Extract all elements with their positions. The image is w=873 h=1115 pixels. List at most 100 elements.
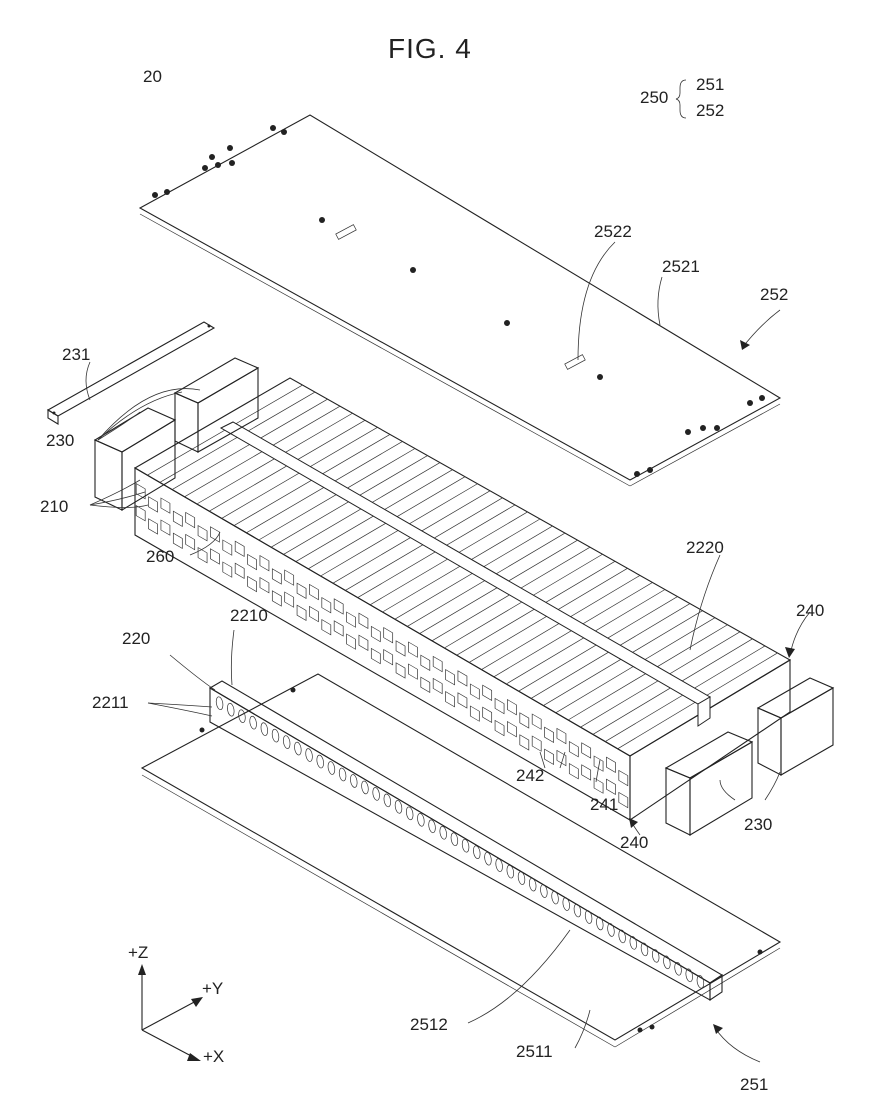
cell-window xyxy=(149,497,158,512)
wall-slot xyxy=(282,735,291,749)
cell-window xyxy=(408,664,417,679)
cell-window xyxy=(384,628,393,643)
cell-window xyxy=(594,778,603,793)
cell-window xyxy=(545,749,554,764)
cell-window xyxy=(396,641,405,656)
cell-window xyxy=(569,764,578,779)
label-252: 252 xyxy=(760,285,788,304)
wall-slot xyxy=(338,768,347,782)
group-ref-label: 250 xyxy=(640,88,668,107)
cell-window xyxy=(248,554,257,569)
wall-slot xyxy=(562,897,571,911)
cell-window xyxy=(619,770,628,785)
cell-window xyxy=(470,706,479,721)
bottom-plate xyxy=(142,674,780,1047)
cell-window xyxy=(520,713,529,728)
label-2512: 2512 xyxy=(410,1015,448,1034)
cell-window xyxy=(619,792,628,807)
cell-window xyxy=(161,498,170,513)
cell-window xyxy=(532,714,541,729)
label-230-left: 230 xyxy=(46,431,74,450)
cell-window xyxy=(520,735,529,750)
cell-window xyxy=(371,648,380,663)
wall-slot xyxy=(238,709,247,723)
label-240-bottom: 240 xyxy=(620,833,648,852)
cell-window xyxy=(161,520,170,535)
cell-window xyxy=(359,613,368,628)
label-2210: 2210 xyxy=(230,606,268,625)
cell-window xyxy=(235,541,244,556)
cell-window xyxy=(421,677,430,692)
wall-slot xyxy=(316,755,325,769)
wall-slot xyxy=(327,761,336,775)
figure-title: FIG. 4 xyxy=(388,33,472,64)
group-brace xyxy=(676,80,686,118)
cell-window xyxy=(322,620,331,635)
label-2522: 2522 xyxy=(594,222,632,241)
cell-window xyxy=(446,670,455,685)
cell-window xyxy=(458,693,467,708)
cell-window xyxy=(433,678,442,693)
cell-window xyxy=(260,556,269,571)
cell-window xyxy=(186,534,195,549)
cell-window xyxy=(507,722,516,737)
cell-window xyxy=(285,570,294,585)
cell-window xyxy=(396,663,405,678)
cell-window xyxy=(582,743,591,758)
label-2511: 2511 xyxy=(516,1042,553,1061)
cell-window xyxy=(173,511,182,526)
cell-window xyxy=(483,707,492,722)
cell-window xyxy=(433,656,442,671)
axis-x-label: +X xyxy=(203,1047,224,1066)
cell-window xyxy=(384,650,393,665)
label-241: 241 xyxy=(590,795,618,814)
wall-slot xyxy=(305,748,314,762)
wall-slot xyxy=(584,910,593,924)
cell-window xyxy=(606,779,615,794)
wall-slot xyxy=(215,696,224,710)
axis-y-label: +Y xyxy=(202,979,223,998)
label-260: 260 xyxy=(146,547,174,566)
cell-window xyxy=(248,576,257,591)
label-251: 251 xyxy=(740,1075,768,1094)
label-242: 242 xyxy=(516,766,544,785)
cell-window xyxy=(545,727,554,742)
cell-window xyxy=(285,592,294,607)
wall-slot xyxy=(428,819,437,833)
cell-window xyxy=(606,757,615,772)
cell-window xyxy=(408,642,417,657)
arrows xyxy=(629,310,810,1062)
cell-window xyxy=(223,540,232,555)
cell-window xyxy=(569,742,578,757)
cell-window xyxy=(371,626,380,641)
cell-window xyxy=(495,698,504,713)
label-210: 210 xyxy=(40,497,68,516)
cell-window xyxy=(483,685,492,700)
wall-slot xyxy=(294,742,303,756)
cell-window xyxy=(149,519,158,534)
cell-window xyxy=(309,606,318,621)
wall-slot xyxy=(372,787,381,801)
wall-slot xyxy=(249,716,258,730)
cell-window xyxy=(297,583,306,598)
cell-window xyxy=(136,506,145,521)
cell-window xyxy=(470,684,479,699)
label-2521: 2521 xyxy=(662,257,700,276)
cell-window xyxy=(210,549,219,564)
cell-window xyxy=(507,700,516,715)
cell-window xyxy=(446,692,455,707)
ref-main: 20 xyxy=(143,67,162,86)
label-231: 231 xyxy=(62,345,90,364)
wall-slot xyxy=(226,703,235,717)
axis-indicator: +Z +Y +X xyxy=(128,943,224,1066)
label-240-right: 240 xyxy=(796,601,824,620)
cell-window xyxy=(186,512,195,527)
cell-window xyxy=(309,584,318,599)
battery-module-assembly xyxy=(135,378,790,820)
cell-window xyxy=(458,671,467,686)
cell-window xyxy=(359,635,368,650)
cell-window xyxy=(347,634,356,649)
wall-slot xyxy=(551,891,560,905)
label-2220: 2220 xyxy=(686,538,724,557)
cell-window xyxy=(235,563,244,578)
